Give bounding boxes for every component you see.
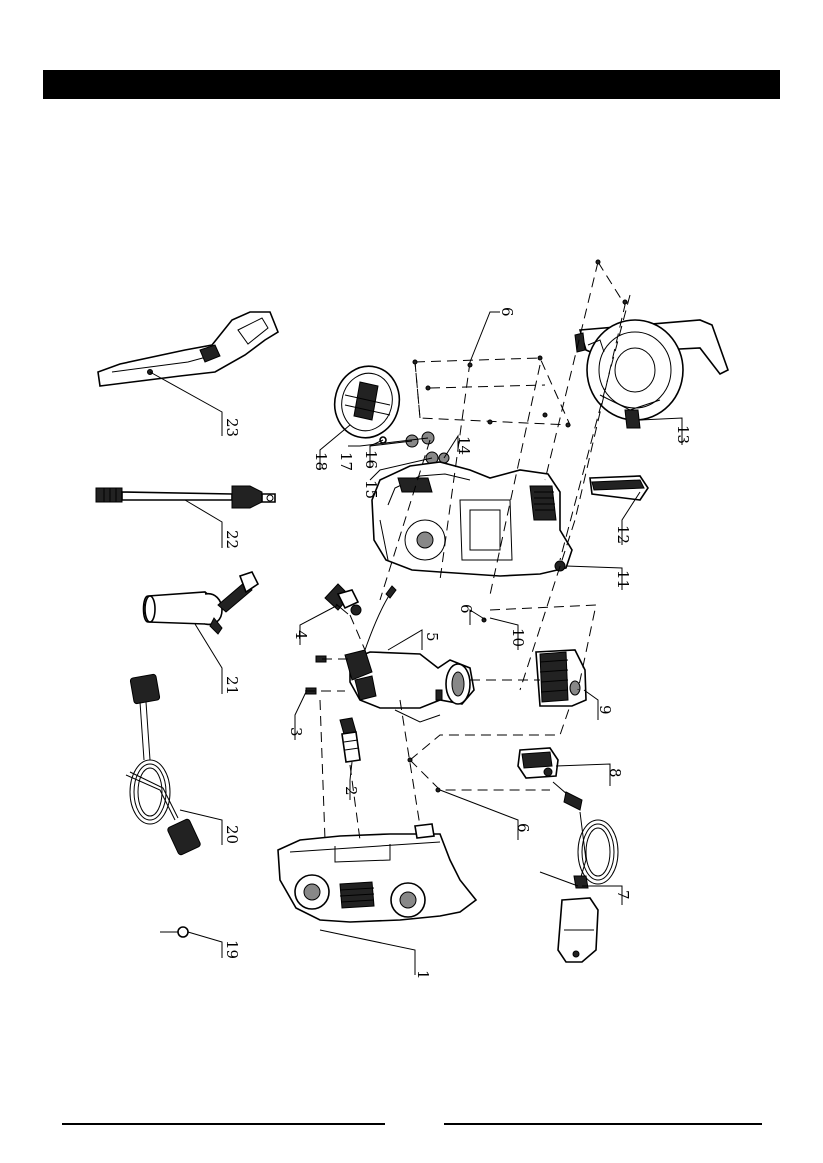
- part-19-o-ring: [160, 927, 188, 937]
- callout-10: 10: [509, 628, 527, 647]
- parts-14-17-small-fittings: [380, 432, 449, 464]
- callout-15: 15: [362, 480, 380, 499]
- callout-7: 7: [614, 890, 632, 900]
- part-18-reel-cap: [327, 359, 407, 445]
- part-12-cover: [590, 476, 648, 500]
- callout-4: 4: [292, 630, 310, 640]
- callout-20: 20: [223, 825, 241, 844]
- callout-8: 8: [606, 768, 624, 778]
- part-20-hose: [126, 674, 201, 856]
- callout-13: 13: [674, 425, 692, 444]
- part-13-hose-reel: [575, 320, 728, 428]
- callout-2: 2: [342, 786, 360, 796]
- footer-rule-right: [444, 1123, 762, 1125]
- callout-3: 3: [287, 727, 305, 737]
- part-23-trigger-gun: [98, 312, 278, 386]
- callout-17: 17: [337, 452, 355, 471]
- callout-11: 11: [614, 570, 632, 589]
- part-1-front-cover: [278, 824, 476, 922]
- callout-19: 19: [223, 940, 241, 959]
- part-5-pump-motor: [345, 586, 474, 722]
- callout-5: 5: [423, 632, 441, 642]
- callout-22: 22: [223, 530, 241, 549]
- part-7-power-cord: [540, 782, 618, 962]
- callout-6b: 6: [457, 604, 475, 614]
- callout-6c: 6: [514, 823, 532, 833]
- callout-23: 23: [223, 418, 241, 437]
- callout-16: 16: [362, 450, 380, 469]
- part-11-main-housing: [372, 462, 572, 576]
- callout-14: 14: [455, 436, 473, 455]
- footer-rule-left: [62, 1123, 385, 1125]
- part-9-switch-housing: [536, 650, 586, 706]
- part-4-valve: [325, 584, 361, 615]
- callout-9: 9: [596, 705, 614, 715]
- part-2-inlet: [340, 718, 360, 762]
- part-21-foam-bottle: [144, 572, 259, 634]
- part-8-switch: [518, 748, 558, 778]
- callout-6a: 6: [498, 307, 516, 317]
- callout-12: 12: [614, 525, 632, 544]
- part-22-lance: [96, 486, 275, 508]
- callout-1: 1: [414, 970, 432, 980]
- callout-21: 21: [223, 676, 241, 695]
- callout-18: 18: [312, 452, 330, 471]
- part-3-screws: [306, 656, 326, 694]
